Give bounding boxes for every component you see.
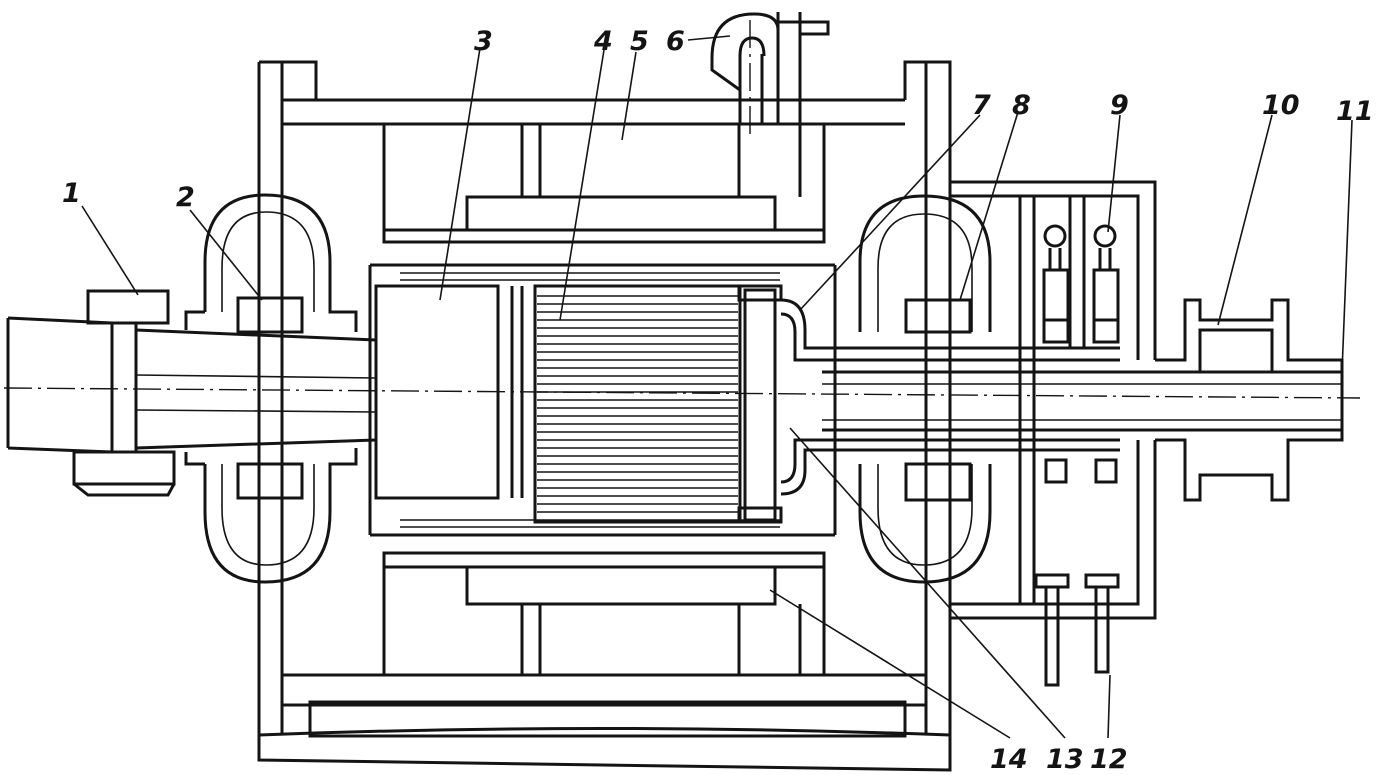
callout-12: 12 [1090,744,1128,775]
centerline [3,387,1361,399]
leader-lines [81,35,1353,739]
rotor-can [368,263,837,537]
callout-10: 10 [1262,90,1300,121]
callout-11: 11 [1336,96,1374,127]
brush-holder-right [1092,224,1120,344]
callout-5: 5 [630,26,649,57]
brush-lead-left [1034,458,1070,687]
brush-lead-right [1084,458,1120,674]
callout-2: 2 [176,182,195,213]
callout-3: 3 [474,26,493,57]
callout-1: 1 [62,178,81,209]
rotor-assembly [374,284,783,524]
brush-holder-left [1042,224,1070,344]
left-shaft-and-coupling [6,289,377,497]
callout-9: 9 [1110,90,1129,121]
callout-13: 13 [1046,744,1084,775]
core-laminations [537,295,738,513]
right-shaft-and-seals [780,180,1344,687]
callout-14: 14 [990,744,1028,775]
callout-labels: 1 2 3 4 5 6 7 8 9 10 11 12 13 14 [62,26,1374,775]
callout-4: 4 [593,26,613,57]
stator-housing [257,12,952,772]
callout-6: 6 [666,26,685,57]
callout-7: 7 [972,90,991,121]
callout-8: 8 [1012,90,1031,121]
left-bearing-assembly [184,193,358,584]
